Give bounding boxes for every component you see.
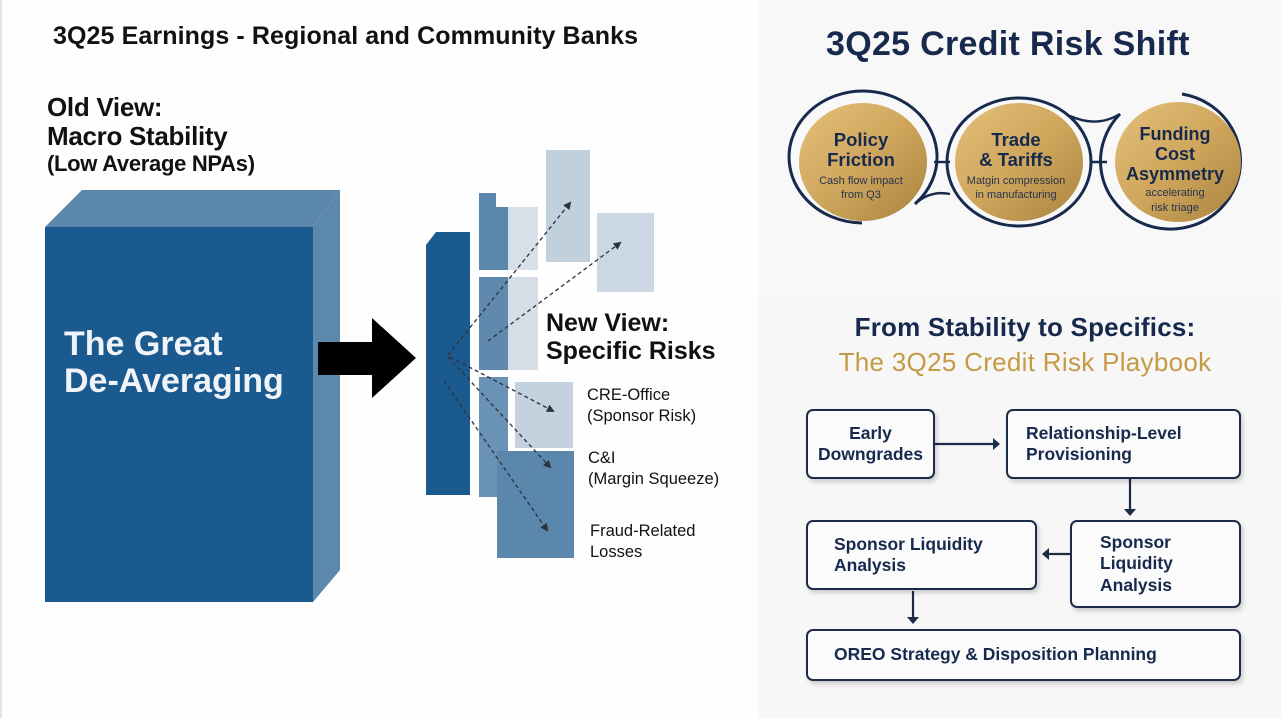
- split-piece-6: [515, 382, 573, 448]
- block-front-face: [45, 227, 313, 602]
- risk-name: CRE-Office: [587, 386, 671, 404]
- circle-title: Funding: [1139, 124, 1211, 144]
- great-deaveraging-block: [45, 190, 340, 602]
- old-view-subtitle: (Low Average NPAs): [47, 150, 255, 176]
- new-view-heading: New View: Specific Risks: [546, 309, 716, 365]
- playbook-heading: From Stability to Specifics: The 3Q25 Cr…: [780, 312, 1270, 378]
- step-text: Analysis: [834, 555, 906, 575]
- old-view-label: Old View:: [47, 92, 163, 122]
- split-piece-9: [497, 451, 574, 558]
- step-text: Downgrades: [817, 444, 924, 464]
- circle-1-ring: [787, 89, 939, 225]
- risk-label-fraud: Fraud-Related Losses: [590, 521, 695, 562]
- arrowhead: [993, 438, 1000, 450]
- risk-circle-policy-friction: Policy Friction Cash flow impact from Q3: [802, 129, 920, 202]
- circle-title: Cost: [1155, 143, 1195, 164]
- split-piece-1: [479, 193, 508, 270]
- circle-subtitle: from Q3: [841, 188, 881, 201]
- block-label-line1: The Great: [64, 325, 223, 363]
- dashed-arrow-3: [449, 356, 555, 412]
- old-view-heading: Old View: Macro Stability (Low Average N…: [47, 92, 255, 177]
- circle-3-ring: [1099, 92, 1242, 231]
- step-relationship-provisioning: Relationship-Level Provisioning: [1006, 409, 1241, 479]
- circle-2-fill: [955, 103, 1083, 221]
- circle-title: Policy: [833, 129, 889, 150]
- split-piece-4: [508, 277, 538, 370]
- arrowhead: [1124, 509, 1136, 516]
- block-side-face: [313, 190, 340, 602]
- step-text: OREO Strategy & Disposition Planning: [834, 644, 1157, 665]
- flow-arrows: [907, 438, 1136, 624]
- dashed-arrow-1: [447, 201, 572, 356]
- block-label-line2: De-Averaging: [64, 362, 284, 401]
- arrowhead: [1042, 548, 1049, 560]
- step-text: Liquidity: [1100, 553, 1173, 574]
- step-text: Sponsor: [1100, 531, 1171, 552]
- step-text: Provisioning: [1026, 444, 1132, 464]
- circle-subtitle: Matgin compression: [966, 174, 1066, 187]
- circle-subtitle: in manufacturing: [975, 188, 1057, 201]
- split-piece-3: [479, 277, 508, 370]
- risk-circle-funding-cost: Funding Cost Asymmetry accelerating risk…: [1113, 124, 1237, 215]
- circle-title: & Tariffs: [979, 149, 1053, 171]
- split-piece-8: [597, 213, 654, 292]
- risk-detail: (Margin Squeeze): [588, 469, 720, 488]
- circle-title: Friction: [827, 149, 895, 171]
- circle-1-fill: [799, 103, 927, 221]
- step-text: Sponsor Liquidity: [834, 533, 983, 554]
- new-view-title: Specific Risks: [546, 336, 716, 365]
- risk-name: Fraud-Related: [590, 522, 696, 540]
- step-text: Relationship-Level: [1026, 422, 1182, 443]
- playbook-title: From Stability to Specifics:: [854, 312, 1196, 342]
- connector-curve-top: [1069, 112, 1121, 123]
- block-top-face: [45, 190, 340, 227]
- circle-subtitle: accelerating: [1145, 187, 1205, 200]
- risk-detail: Losses: [590, 542, 643, 561]
- step-oreo-strategy: OREO Strategy & Disposition Planning: [806, 629, 1241, 681]
- risk-circles-graphic: [787, 89, 1242, 231]
- step-text: Analysis: [1100, 574, 1172, 595]
- split-piece-2: [508, 207, 538, 270]
- circle-title: Asymmetry: [1125, 163, 1225, 184]
- risk-label-cre-office: CRE-Office (Sponsor Risk): [587, 385, 696, 426]
- circle-subtitle: Cash flow impact: [819, 174, 903, 187]
- step-sponsor-liquidity-right: Sponsor Liquidity Analysis: [1070, 520, 1241, 608]
- circle-2-ring: [945, 96, 1093, 228]
- old-view-title: Macro Stability: [47, 121, 228, 152]
- main-title: 3Q25 Earnings - Regional and Community B…: [53, 22, 639, 50]
- dashed-arrows: [443, 201, 622, 532]
- circle-title: Trade: [991, 129, 1041, 150]
- risk-name: C&I: [588, 449, 616, 467]
- circle-3-fill: [1115, 102, 1241, 222]
- split-risk-graphic: [426, 150, 654, 558]
- risk-label-c-and-i: C&I (Margin Squeeze): [588, 448, 719, 489]
- risk-detail: (Sponsor Risk): [587, 406, 697, 425]
- transition-arrow-icon: [318, 318, 416, 398]
- circle-subtitle: risk triage: [1151, 201, 1199, 214]
- main-column: [426, 232, 470, 495]
- dashed-arrow-5: [443, 380, 549, 532]
- block-label: The Great De-Averaging: [64, 325, 284, 401]
- arrowhead: [907, 617, 919, 624]
- risk-circle-trade-tariffs: Trade & Tariffs Matgin compression in ma…: [957, 129, 1075, 202]
- step-text: Early: [849, 422, 892, 443]
- playbook-subtitle: The 3Q25 Credit Risk Playbook: [838, 347, 1212, 377]
- shift-title: 3Q25 Credit Risk Shift: [826, 25, 1190, 63]
- step-sponsor-liquidity-left: Sponsor Liquidity Analysis: [806, 520, 1037, 590]
- new-view-label: New View:: [546, 309, 670, 337]
- step-early-downgrades: Early Downgrades: [806, 409, 935, 479]
